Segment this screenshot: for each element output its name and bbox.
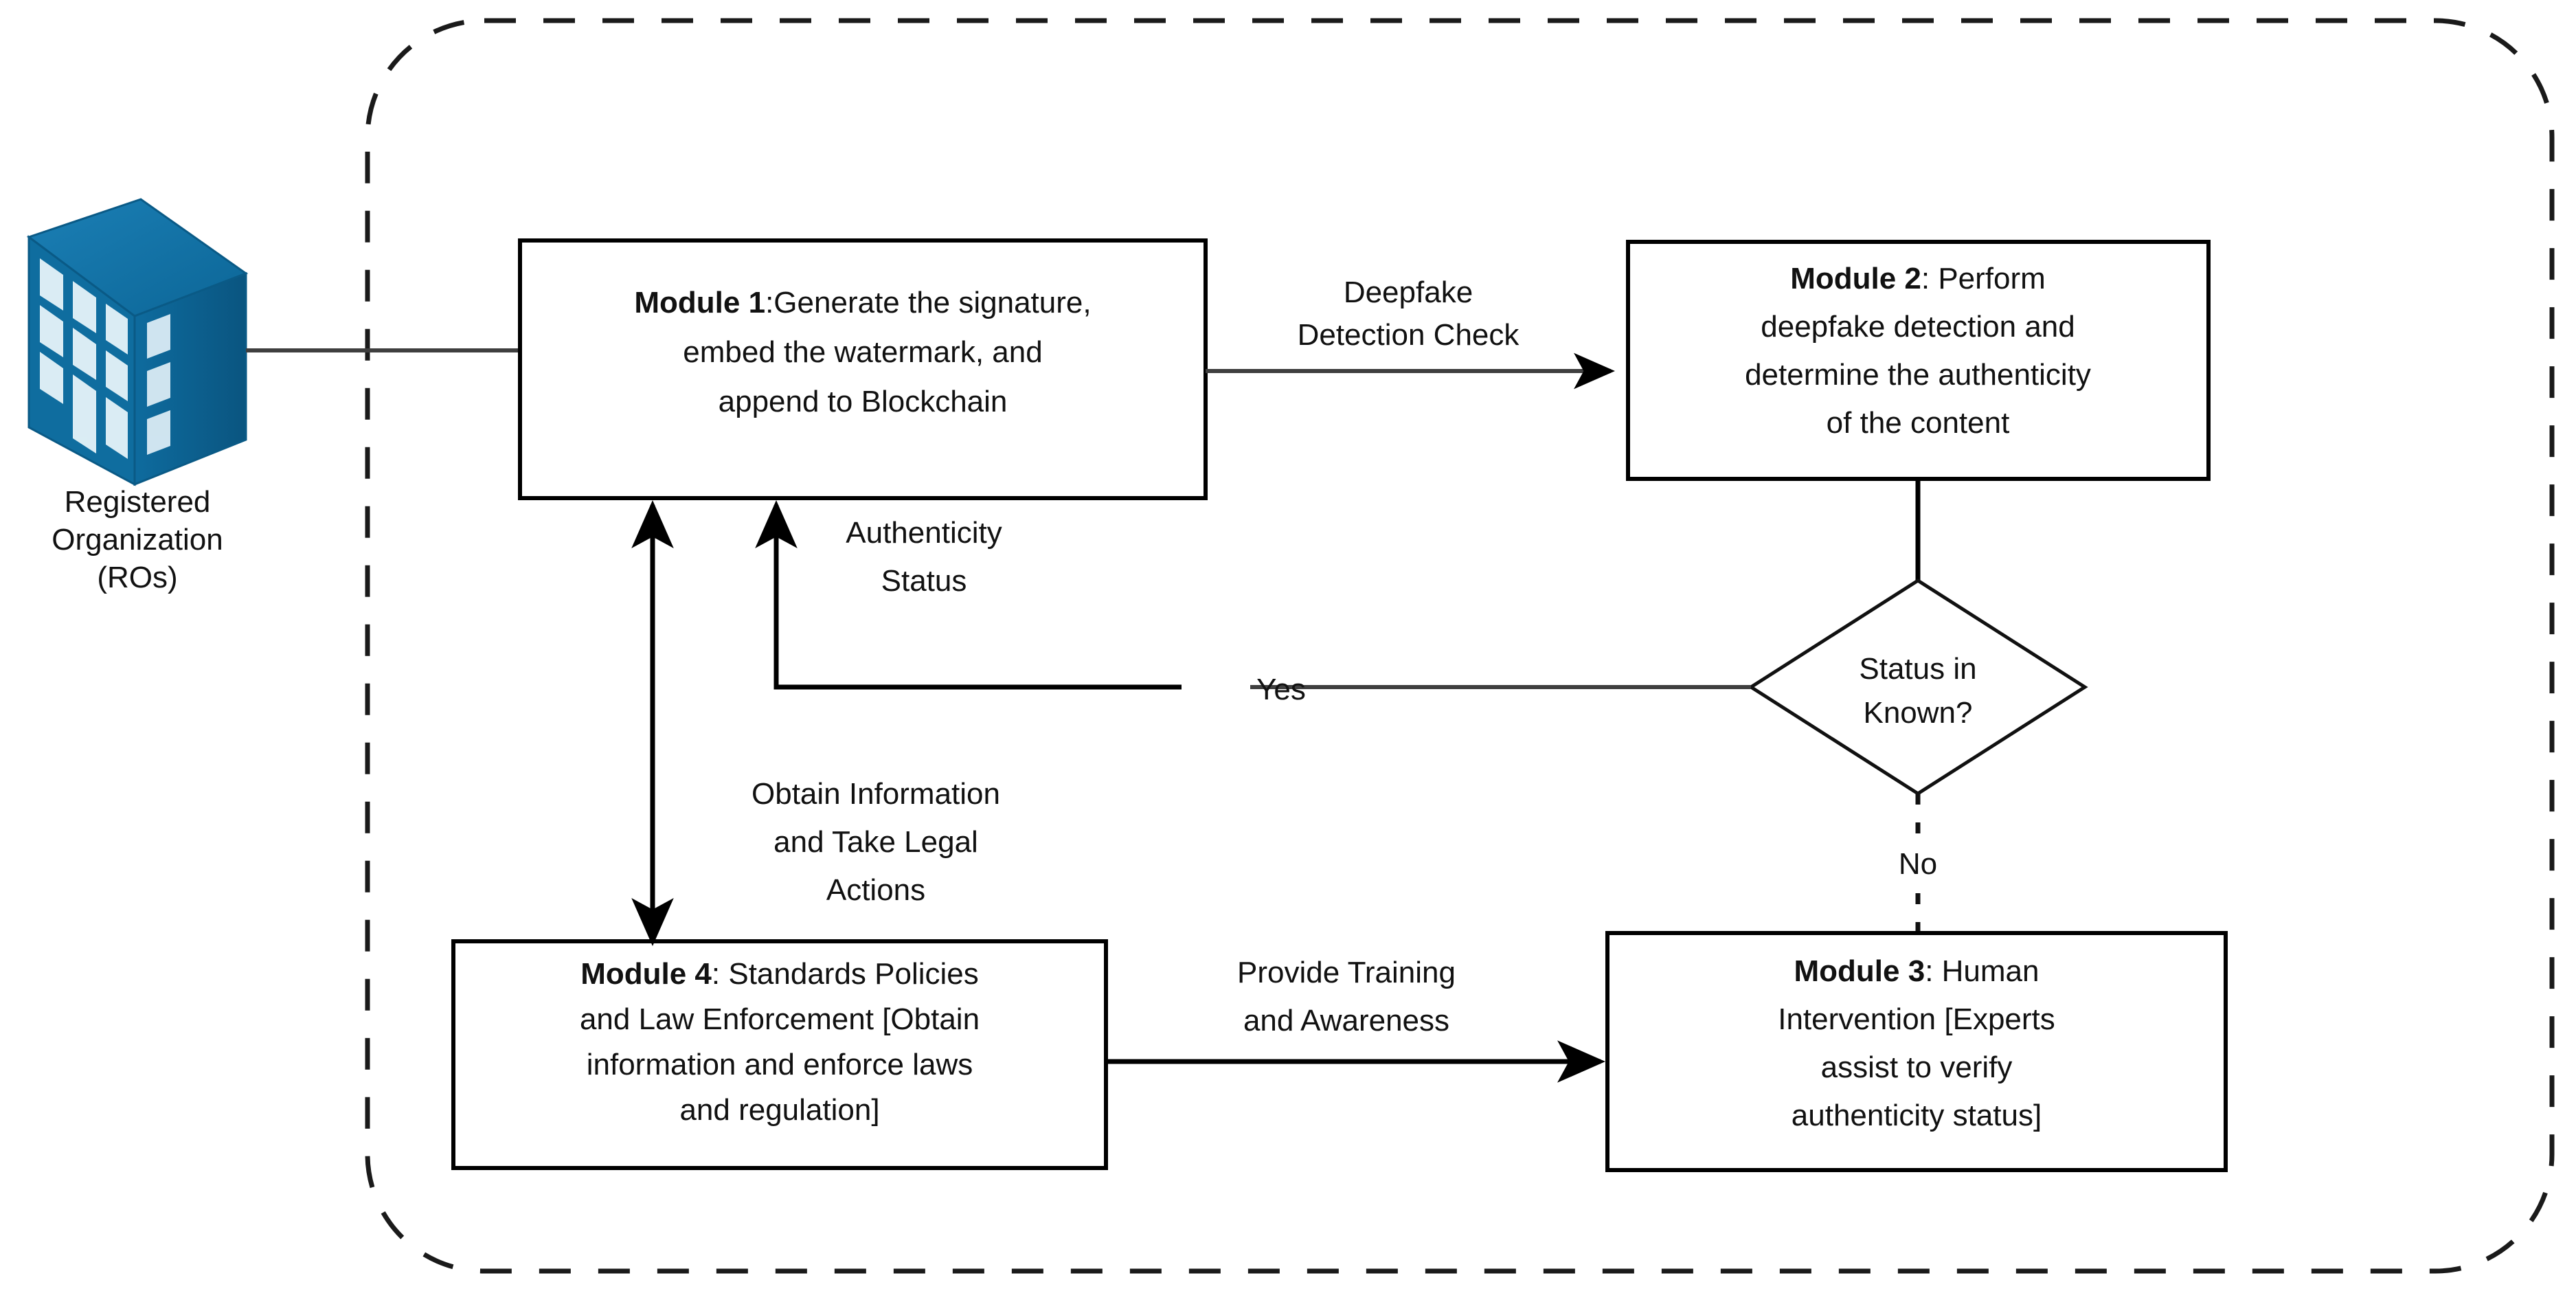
module3-line-2: Intervention [Experts <box>1778 1002 2055 1036</box>
module4-bold-prefix: Module 4 <box>580 957 712 991</box>
module2-line-3: determine the authenticity <box>1745 358 2091 392</box>
module1-bold-prefix: Module 1 <box>634 286 765 319</box>
module2-bold-prefix: Module 2 <box>1790 262 1921 295</box>
edge-label-yes: Yes <box>1256 673 1306 706</box>
edge-label-authenticity-status-line-2: Status <box>881 564 967 598</box>
actor-label-line-2: Organization <box>52 523 223 557</box>
module3-line-1: Module 3: Human <box>1794 954 2040 988</box>
edge-label-no: No <box>1899 847 1937 881</box>
edge-label-obtain-info-line-3: Actions <box>826 873 925 907</box>
actor-label-line-1: Registered <box>65 485 211 519</box>
module4-line-1: Module 4: Standards Policies <box>580 957 979 991</box>
module1-line-1: Module 1:Generate the signature, <box>634 286 1091 319</box>
edge-label-authenticity-status-line-1: Authenticity <box>846 516 1002 550</box>
module3-line-1-rest: : Human <box>1925 954 2039 988</box>
node-module4[interactable] <box>451 939 1108 1170</box>
module3-line-4: authenticity status] <box>1792 1099 2042 1132</box>
module1-line-2: embed the watermark, and <box>683 335 1042 369</box>
module2-line-2: deepfake detection and <box>1761 310 2075 344</box>
actor-label-line-3: (ROs) <box>97 561 177 594</box>
decision-line-2: Known? <box>1863 696 1972 730</box>
organization-building-icon <box>26 198 249 486</box>
module3-bold-prefix: Module 3 <box>1794 954 1925 988</box>
module3-line-3: assist to verify <box>1821 1051 2013 1084</box>
module4-line-2: and Law Enforcement [Obtain <box>580 1002 980 1036</box>
node-decision-status-known[interactable] <box>1748 579 2088 796</box>
edge-label-provide-training-line-2: and Awareness <box>1243 1004 1449 1037</box>
edge-label-obtain-info-line-1: Obtain Information <box>752 777 1000 811</box>
node-module3[interactable] <box>1605 931 2228 1172</box>
system-boundary <box>365 18 2555 1274</box>
module2-line-4: of the content <box>1827 406 2010 440</box>
node-module2[interactable] <box>1626 240 2211 481</box>
edge-decision-yes-to-module1 <box>755 500 1182 690</box>
module4-line-1-rest: : Standards Policies <box>712 957 979 991</box>
edge-label-provide-training-line-1: Provide Training <box>1237 956 1456 989</box>
edge-label-deepfake-detection-check-line-1: Deepfake <box>1344 276 1473 309</box>
edge-label-deepfake-detection-check-line-2: Detection Check <box>1298 318 1520 352</box>
module2-line-1: Module 2: Perform <box>1790 262 2046 295</box>
module2-line-1-rest: : Perform <box>1921 262 2046 295</box>
edge-label-obtain-info-line-2: and Take Legal <box>773 825 978 859</box>
decision-line-1: Status in <box>1859 652 1976 686</box>
module1-line-1-rest: :Generate the signature, <box>765 286 1092 319</box>
module4-line-4: and regulation] <box>679 1093 879 1127</box>
node-module1[interactable] <box>518 238 1208 500</box>
module1-line-3: append to Blockchain <box>719 385 1008 418</box>
module4-line-3: information and enforce laws <box>587 1048 973 1081</box>
